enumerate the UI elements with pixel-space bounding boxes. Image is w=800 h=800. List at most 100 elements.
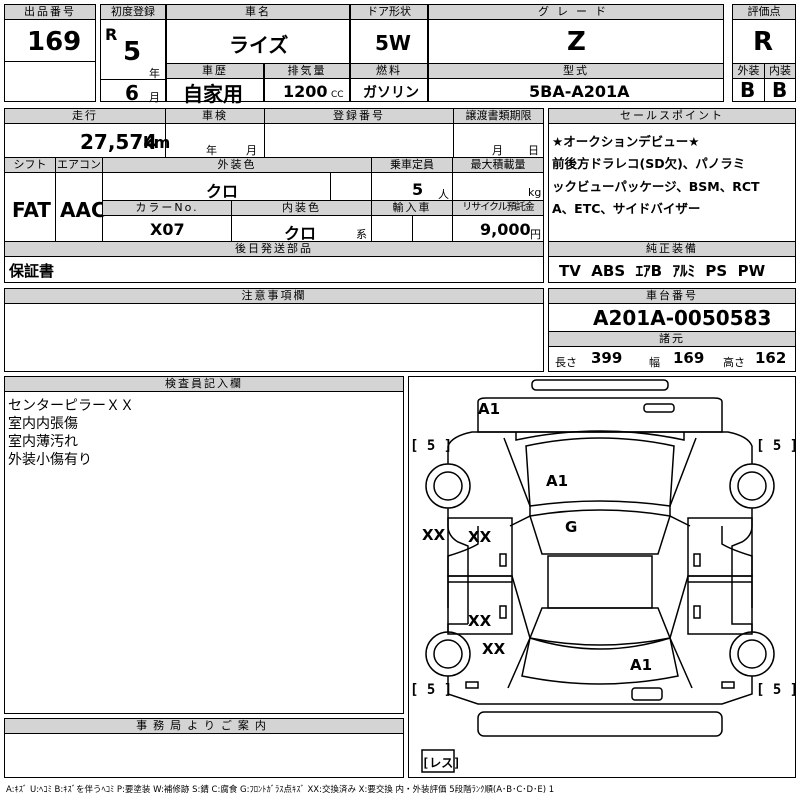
notes-box: 注意事項欄	[4, 288, 544, 372]
inspector-label: 検査員記入欄	[5, 377, 403, 392]
interior-suffix: 系	[356, 228, 367, 241]
sales-line-2: 前後方ドラレコ(SD欠)、パノラミ	[552, 156, 746, 171]
length: 399	[591, 349, 623, 367]
later-parts-box: 後日発送部品 保証書	[4, 241, 544, 283]
reg-label: 登録番号	[265, 109, 453, 124]
details-box	[4, 108, 544, 242]
interior-color: クロ	[284, 224, 317, 243]
history: 自家用	[183, 82, 243, 106]
displacement-box: 排気量 1200 CC	[264, 63, 350, 102]
inspection-label: 車検	[166, 109, 264, 124]
insp-month-unit: 月	[246, 144, 257, 157]
shift: FAT	[12, 198, 51, 222]
equipment-items: TV ABS ｴｱB ｱﾙﾐ PS PW	[559, 262, 766, 280]
width-label: 幅	[649, 356, 660, 369]
tyre-rl-depth: [ 5 ]	[410, 682, 453, 698]
later-parts: 保証書	[9, 262, 55, 280]
insp-year-unit: 年	[206, 144, 217, 157]
inspector-box: 検査員記入欄 センターピラーＸＸ 室内内張傷 室内薄汚れ 外装小傷有り	[4, 376, 404, 714]
history-box: 車歴 自家用	[166, 63, 264, 106]
seats-unit: 人	[438, 188, 449, 201]
car-diagram	[421, 379, 775, 773]
transfer-month-unit: 月	[492, 144, 503, 157]
sales-line-3: ックビューパッケージ、BSM、RCT	[552, 179, 760, 194]
lot-box: 出品番号 169	[4, 4, 96, 102]
recycle-unit: 円	[530, 228, 541, 241]
height-label: 高さ	[723, 356, 745, 369]
height: 162	[755, 349, 787, 367]
length-label: 長さ	[555, 356, 577, 369]
mark-front-left-door: XX	[468, 528, 492, 546]
grade-box: グレード Z	[428, 4, 724, 64]
door-type: 5W	[375, 31, 411, 55]
int-label: 内装	[764, 63, 795, 79]
displacement-unit: CC	[331, 90, 344, 100]
tyre-rr-depth: [ 5 ]	[756, 682, 799, 698]
tyre-fl-depth: [ 5 ]	[410, 438, 453, 454]
mark-front-bumper: A1	[478, 400, 501, 418]
int-grade: B	[772, 78, 788, 102]
inspector-line-3: 室内薄汚れ	[8, 434, 78, 450]
reg-month: 6	[125, 81, 139, 105]
mark-roof: G	[565, 518, 578, 536]
name-box: 車名 ライズ	[166, 4, 350, 64]
score-label: 評価点	[733, 5, 795, 20]
displacement-label: 排気量	[265, 64, 349, 79]
reg-year: 5	[123, 37, 142, 67]
chassis-box: 車台番号 A201A-0050583 諸元 長さ 399 幅 169 高さ 16…	[548, 288, 796, 372]
specs-label: 諸元	[549, 331, 795, 347]
transfer-day-unit: 日	[528, 144, 539, 157]
mileage: 27,574	[80, 130, 158, 154]
chassis-number: A201A-0050583	[593, 306, 772, 330]
interior-color-label: 内装色	[232, 201, 371, 216]
door-label: ドア形状	[351, 5, 427, 20]
ext-grade: B	[740, 78, 756, 102]
lot-number: 169	[27, 27, 82, 57]
month-unit: 月	[149, 91, 160, 104]
mark-left-pillar: XX	[422, 526, 446, 544]
color-label: 外装色	[103, 158, 371, 173]
recycle-label: リサイクル預託金	[453, 201, 543, 216]
grade: Z	[567, 27, 586, 57]
mark-bonnet: A1	[546, 472, 569, 490]
mileage-label: 走行	[5, 109, 165, 124]
sales-line-1: ★オークションデビュー★	[552, 134, 700, 149]
model-label: 型式	[429, 64, 723, 79]
sales-line-4: A、ETC、サイドバイザー	[552, 201, 701, 216]
load-label: 最大積載量	[453, 158, 543, 173]
ac-label: エアコン	[56, 158, 102, 173]
model: 5BA-A201A	[529, 82, 630, 101]
spare-tyre: [レス]	[422, 756, 461, 770]
seats-label: 乗車定員	[372, 158, 452, 173]
first-reg-label: 初度登録	[101, 5, 165, 20]
displacement: 1200	[283, 82, 328, 101]
equipment-label: 純正装備	[549, 242, 795, 257]
seats: 5	[412, 180, 424, 199]
inspector-line-2: 室内内張傷	[8, 416, 78, 432]
first-reg-box: 初度登録 R 5 年 6 月	[100, 4, 166, 105]
model-box: 型式 5BA-A201A	[428, 63, 724, 102]
office-label: 事務局よりご案内	[5, 719, 403, 734]
notes-label: 注意事項欄	[5, 289, 543, 304]
ac: AAC	[60, 198, 106, 222]
mileage-unit: km	[143, 133, 171, 152]
mark-rear-left-door: XX	[468, 612, 492, 630]
fuel: ガソリン	[363, 85, 419, 101]
year-unit: 年	[149, 67, 160, 80]
chassis-label: 車台番号	[549, 289, 795, 304]
name-label: 車名	[167, 5, 349, 20]
transfer-label: 譲渡書類期限	[454, 109, 543, 124]
shift-label: シフト	[5, 158, 55, 173]
inspector-line-4: 外装小傷有り	[8, 452, 92, 468]
color: クロ	[206, 182, 239, 201]
tyre-fr-depth: [ 5 ]	[756, 438, 799, 454]
legend: A:ｷｽﾞ U:ﾍｺﾐ B:ｷｽﾞを伴うﾍｺﾐ P:要塗装 W:補修跡 S:錆 …	[6, 785, 555, 795]
sales-point-label: セールスポイント	[549, 109, 795, 124]
score-box: 評価点 R 外装 内装 B B	[732, 4, 796, 102]
era: R	[105, 25, 118, 44]
width: 169	[673, 349, 705, 367]
load-unit: kg	[528, 186, 542, 199]
equipment-box: 純正装備 TV ABS ｴｱB ｱﾙﾐ PS PW	[548, 241, 796, 283]
import-label: 輸入車	[372, 201, 452, 216]
score: R	[753, 27, 774, 57]
